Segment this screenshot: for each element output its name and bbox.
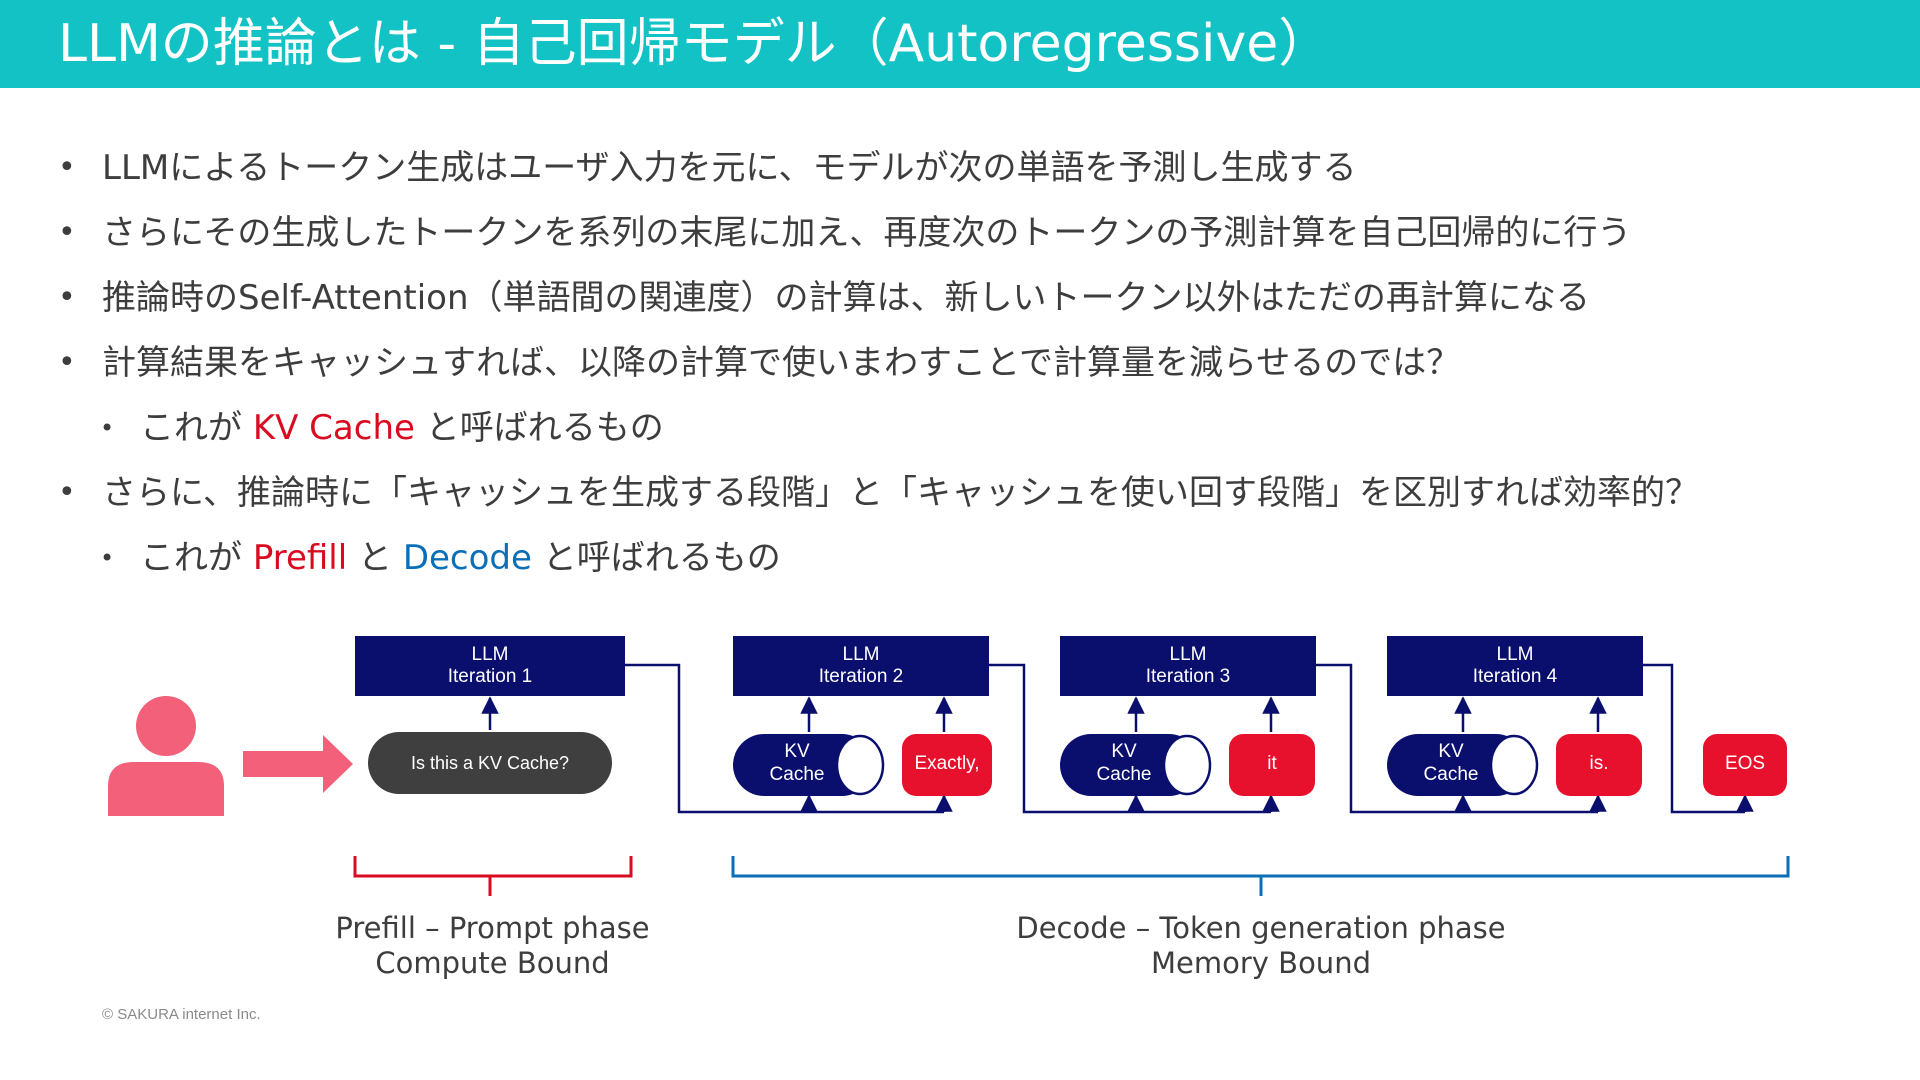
decode-brace: [731, 856, 1790, 896]
connector-line: [989, 663, 1271, 814]
bullet-item: • 推論時のSelf-Attention（単語間の関連度）の計算は、新しいトーク…: [58, 276, 1590, 320]
prefill-phase-title: Prefill – Prompt phase: [335, 911, 650, 945]
prefill-phase-label: Prefill – Prompt phase Compute Bound: [310, 911, 675, 981]
input-arrow-icon: [243, 735, 353, 793]
token-it: it: [1229, 734, 1315, 796]
token-eos: EOS: [1703, 734, 1787, 796]
prompt-text: Is this a KV Cache?: [411, 753, 569, 773]
kv-label-1: KV: [1438, 741, 1464, 762]
prompt-pill: Is this a KV Cache?: [368, 732, 612, 794]
iteration-label-1: LLM: [472, 644, 509, 665]
kv-label-2: Cache: [770, 764, 825, 785]
iteration-label-2: Iteration 3: [1146, 666, 1231, 687]
iteration-label-2: Iteration 4: [1473, 666, 1558, 687]
token-text: is.: [1590, 753, 1609, 774]
token-text: Exactly,: [914, 753, 979, 774]
bullet-dot: •: [100, 544, 115, 572]
kv-cache-2: KV Cache: [1060, 734, 1212, 796]
up-arrows: [481, 696, 1754, 812]
bullet-dot: •: [58, 280, 76, 315]
bullet-text-post: と呼ばれるもの: [414, 408, 664, 448]
copyright-footer: © SAKURA internet Inc.: [102, 1006, 261, 1023]
page-title: LLMの推論とは - 自己回帰モデル（Autoregressive）: [58, 14, 1331, 74]
bullet-item: • さらに、推論時に「キャッシュを生成する段階」と「キャッシュを使い回す段階」を…: [58, 471, 1699, 515]
bullet-text-pre: これが: [140, 538, 253, 578]
kv-cache-1: KV Cache: [733, 734, 885, 796]
bullet-item: • 計算結果をキャッシュすれば、以降の計算で使いまわすことで計算量を減らせるので…: [58, 341, 1461, 385]
iteration-label-2: Iteration 2: [819, 666, 904, 687]
kv-label-1: KV: [1111, 741, 1137, 762]
token-exactly: Exactly,: [902, 734, 992, 796]
token-text: it: [1267, 753, 1277, 774]
decode-phase-title: Decode – Token generation phase: [1016, 911, 1506, 945]
llm-iteration-4: LLM Iteration 4: [1387, 636, 1643, 696]
decode-phase-label: Decode – Token generation phase Memory B…: [980, 911, 1542, 981]
bullet-text: LLMによるトークン生成はユーザ入力を元に、モデルが次の単語を予測し生成する: [102, 148, 1357, 188]
llm-iteration-3: LLM Iteration 3: [1060, 636, 1316, 696]
bullet-dot: •: [58, 345, 76, 380]
bullet-text: さらに、推論時に「キャッシュを生成する段階」と「キャッシュを使い回す段階」を区別…: [102, 473, 1699, 513]
connector-line: [1643, 663, 1745, 814]
kv-label-2: Cache: [1424, 764, 1479, 785]
bullet-dot: •: [58, 215, 76, 250]
sub-bullet-item: • これが Prefill と Decode と呼ばれるもの: [100, 536, 781, 580]
title-bar: LLMの推論とは - 自己回帰モデル（Autoregressive）: [0, 0, 1920, 88]
bullet-dot: •: [58, 475, 76, 510]
bullet-text: 計算結果をキャッシュすれば、以降の計算で使いまわすことで計算量を減らせるのでは？: [102, 343, 1461, 383]
iteration-label-1: LLM: [1497, 644, 1534, 665]
bullet-text-mid: と: [347, 538, 403, 578]
bullet-item: • さらにその生成したトークンを系列の末尾に加え、再度次のトークンの予測計算を自…: [58, 211, 1632, 255]
llm-iteration-1: LLM Iteration 1: [355, 636, 625, 696]
bullet-text: 推論時のSelf-Attention（単語間の関連度）の計算は、新しいトークン以…: [102, 278, 1590, 318]
llm-iteration-2: LLM Iteration 2: [733, 636, 989, 696]
bullet-dot: •: [100, 414, 115, 442]
kv-label-2: Cache: [1097, 764, 1152, 785]
bullet-text-pre: これが: [140, 408, 253, 448]
iteration-label-2: Iteration 1: [448, 666, 533, 687]
token-text: EOS: [1725, 753, 1765, 774]
bullet-item: • LLMによるトークン生成はユーザ入力を元に、モデルが次の単語を予測し生成する: [58, 146, 1357, 190]
bullet-text: さらにその生成したトークンを系列の末尾に加え、再度次のトークンの予測計算を自己回…: [102, 213, 1632, 253]
kv-cache-3: KV Cache: [1387, 734, 1539, 796]
connector-line: [1316, 663, 1598, 814]
kv-label-1: KV: [784, 741, 810, 762]
decode-highlight: Decode: [402, 538, 532, 578]
user-icon: [108, 696, 224, 816]
prefill-phase-subtitle: Compute Bound: [375, 946, 610, 980]
connector-line: [625, 663, 944, 814]
kv-cache-highlight: KV Cache: [252, 408, 415, 448]
prefill-highlight: Prefill: [252, 538, 348, 578]
connector-lines: [625, 663, 1745, 814]
bullet-dot: •: [58, 150, 76, 185]
prefill-brace: [353, 856, 633, 896]
bullet-text-post: と呼ばれるもの: [531, 538, 781, 578]
token-is: is.: [1556, 734, 1642, 796]
iteration-label-1: LLM: [843, 644, 880, 665]
iteration-label-1: LLM: [1170, 644, 1207, 665]
decode-phase-subtitle: Memory Bound: [1151, 946, 1371, 980]
sub-bullet-item: • これが KV Cache と呼ばれるもの: [100, 406, 664, 450]
